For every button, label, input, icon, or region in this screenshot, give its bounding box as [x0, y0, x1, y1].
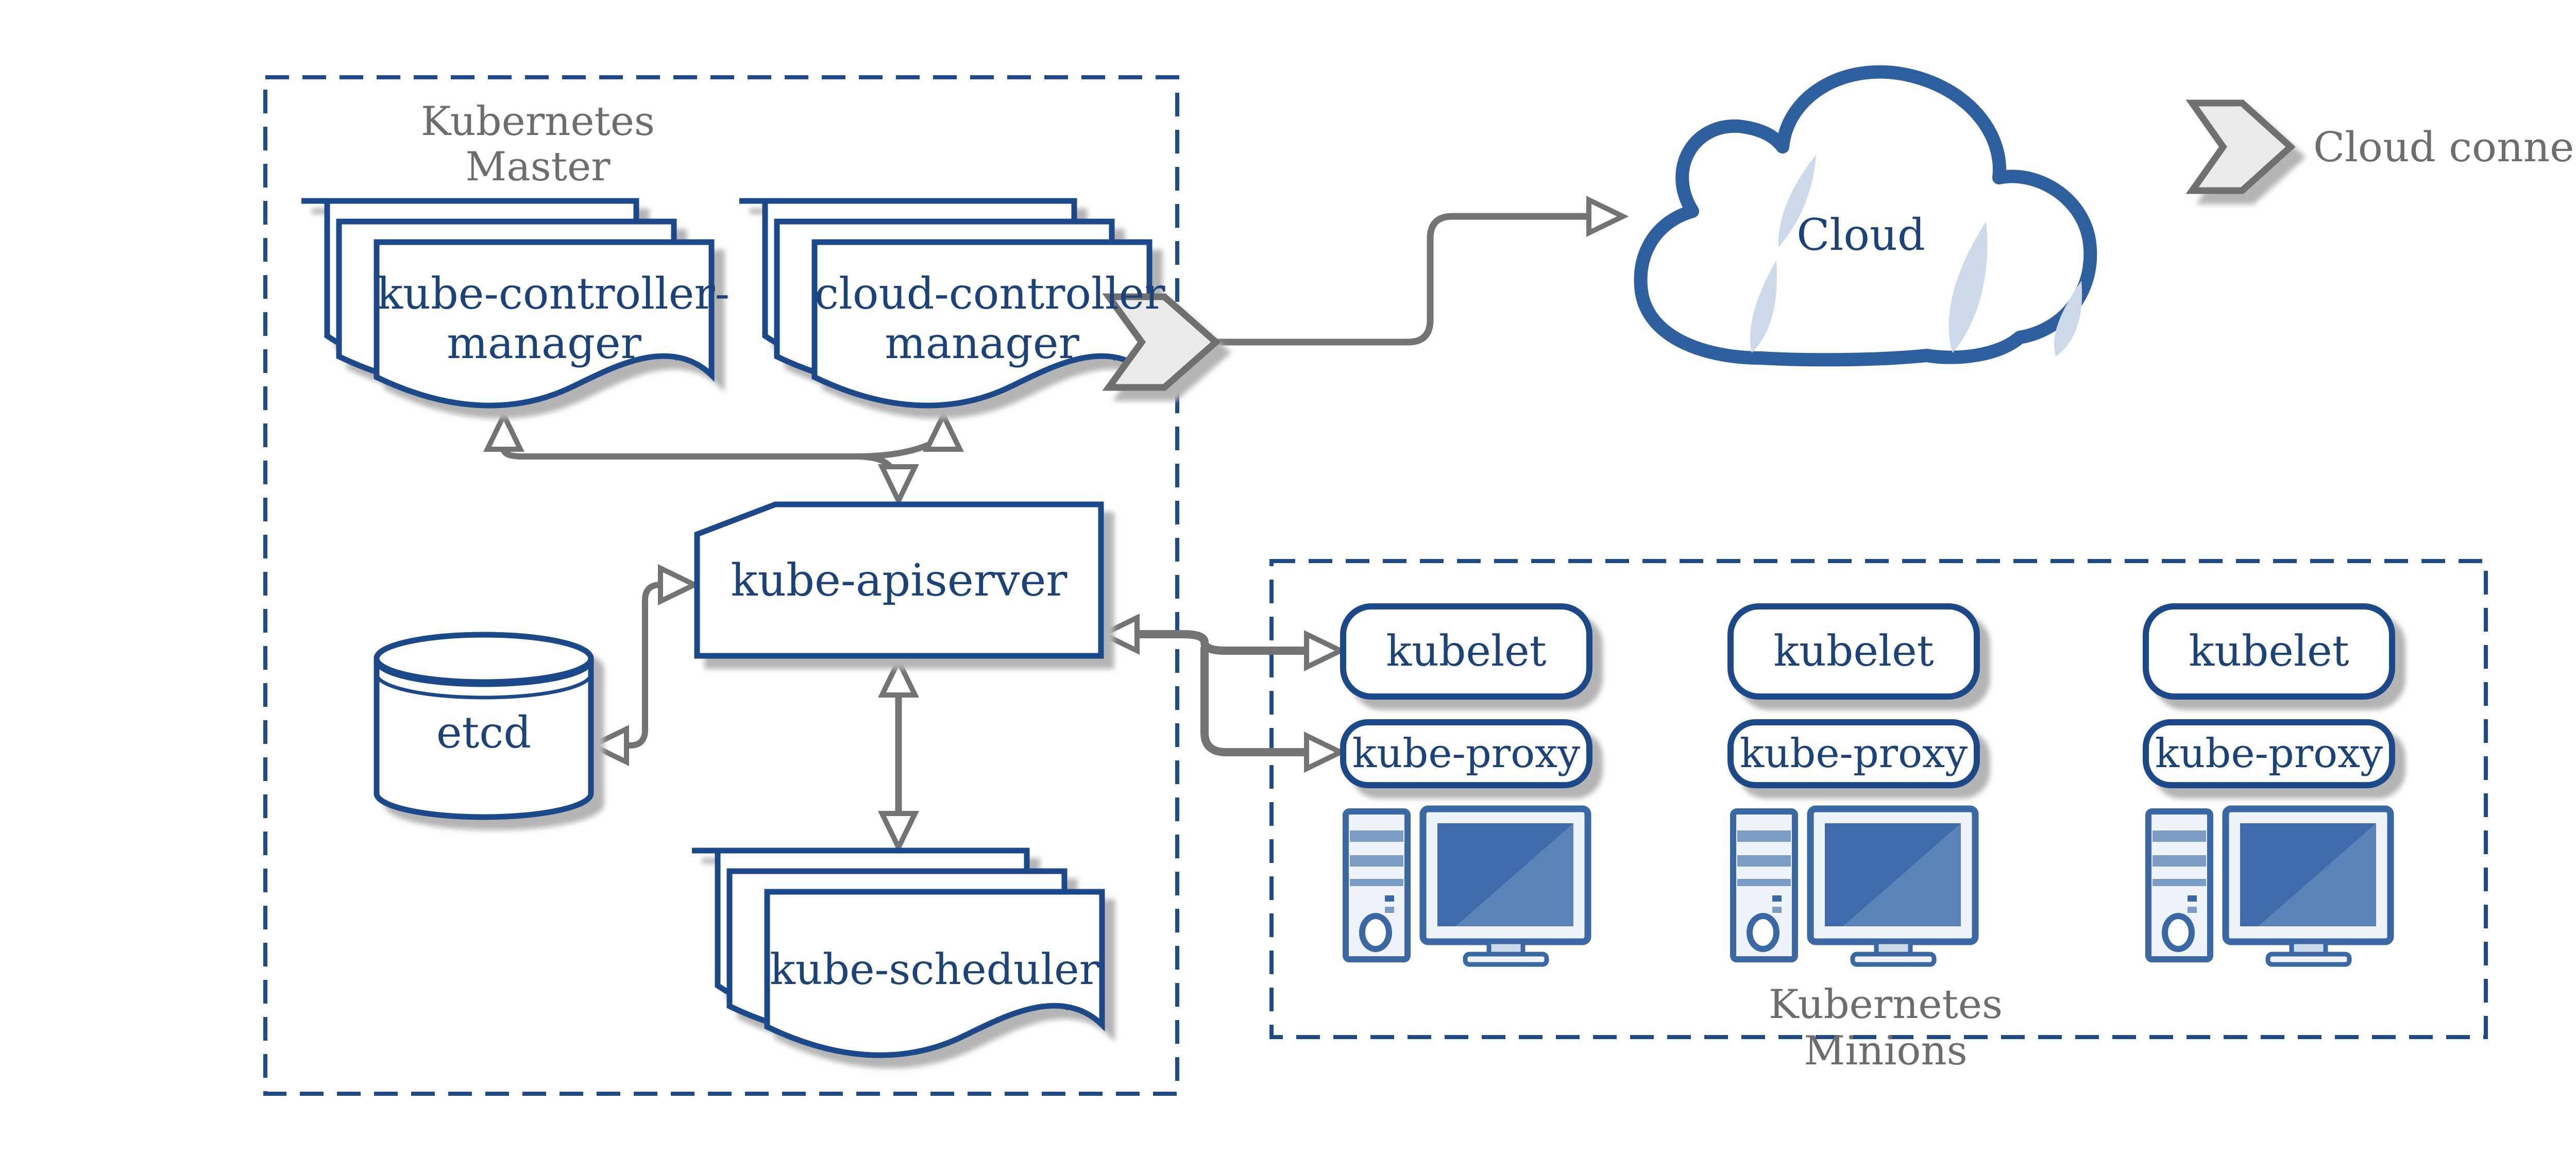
legend-cloud-connector-label: Cloud connector	[2313, 123, 2576, 171]
kube-controller-manager-line1: kube-controller-	[377, 268, 730, 319]
master-title-line2: Master	[465, 144, 611, 190]
arrowhead-left-into-etcd	[586, 725, 629, 766]
minions-title-line2: Minions	[1804, 1028, 1968, 1074]
connector-apiserver-to-minion	[1097, 614, 1347, 773]
kube-apiserver-shape	[694, 501, 1104, 659]
kubelet-label-2: kubelet	[1773, 627, 1934, 676]
computer-icon	[1730, 805, 1979, 967]
connector-apiserver-to-scheduler	[878, 655, 919, 854]
arrowhead-up-into-kube-apiserver-bottom	[878, 655, 919, 698]
minions-boundary	[1269, 559, 2488, 1039]
cloud-controller-manager-line1: cloud-controller	[815, 268, 1165, 319]
kubelet-label-1: kubelet	[1386, 627, 1547, 676]
minions-title: Kubernetes Minions	[1731, 981, 2040, 1074]
etcd-shape	[374, 632, 594, 820]
card-icon	[694, 501, 1104, 659]
connector-apiserver-to-controllers	[483, 409, 964, 507]
legend-cloud-connector-chevron-icon	[2185, 99, 2296, 194]
kubelet-label-3: kubelet	[2189, 627, 2349, 676]
kube-controller-manager-line2: manager	[447, 318, 641, 368]
cloud-controller-manager-line2: manager	[885, 318, 1079, 368]
kube-scheduler-label: kube-scheduler	[770, 945, 1099, 994]
arrowhead-down-into-kube-scheduler	[878, 811, 919, 854]
connector-apiserver-to-etcd	[586, 564, 701, 766]
kubelet-box-3	[2143, 603, 2395, 700]
cloud-accent-slivers	[1750, 155, 2082, 357]
cloud-connector-chevron-icon	[1102, 293, 1221, 391]
master-title: Kubernetes Master	[383, 99, 692, 190]
kubelet-box-1	[1340, 603, 1592, 700]
cloud-shape	[1634, 65, 2097, 367]
kube-proxy-box-2	[1727, 719, 1980, 788]
arrowhead-right-into-kubelet	[1304, 630, 1347, 671]
minions-title-line1: Kubernetes	[1768, 981, 2003, 1028]
connector-cloud-controller-to-cloud	[1213, 196, 1629, 346]
minion-computers	[1343, 805, 2394, 967]
computer-icon	[1343, 805, 1591, 967]
etcd-label: etcd	[436, 707, 532, 758]
arrowhead-right-into-cloud	[1586, 196, 1629, 237]
kube-proxy-label-1: kube-proxy	[1352, 731, 1581, 777]
kube-apiserver-label: kube-apiserver	[731, 555, 1067, 606]
arrowhead-right-into-kube-proxy	[1304, 732, 1347, 773]
kubelet-box-2	[1727, 603, 1980, 700]
cloud-controller-manager-shape	[739, 198, 1153, 409]
kube-scheduler-shape	[692, 847, 1105, 1058]
arrowhead-right-into-kube-apiserver	[658, 564, 701, 605]
arrowhead-left-into-kube-apiserver-right	[1097, 614, 1140, 655]
kube-controller-manager-label: kube-controller- manager	[377, 268, 730, 368]
cloud-label: Cloud	[1797, 210, 1925, 260]
kube-proxy-box-1	[1340, 719, 1592, 788]
kube-proxy-box-3	[2143, 719, 2395, 788]
minion-node-boxes	[1340, 603, 2395, 788]
master-title-line1: Kubernetes	[420, 98, 655, 145]
kube-controller-manager-shape	[301, 198, 715, 409]
kube-proxy-label-2: kube-proxy	[1739, 731, 1968, 777]
arrowhead-up-into-cloud-controller-manager	[923, 409, 964, 452]
kube-proxy-label-3: kube-proxy	[2155, 731, 2383, 777]
cloud-controller-manager-label: cloud-controller manager	[815, 268, 1165, 368]
computer-icon	[2145, 805, 2394, 967]
arrowhead-up-into-kube-controller-manager	[483, 409, 524, 452]
arrowhead-down-into-kube-apiserver	[878, 464, 919, 507]
master-boundary	[263, 75, 1179, 1096]
